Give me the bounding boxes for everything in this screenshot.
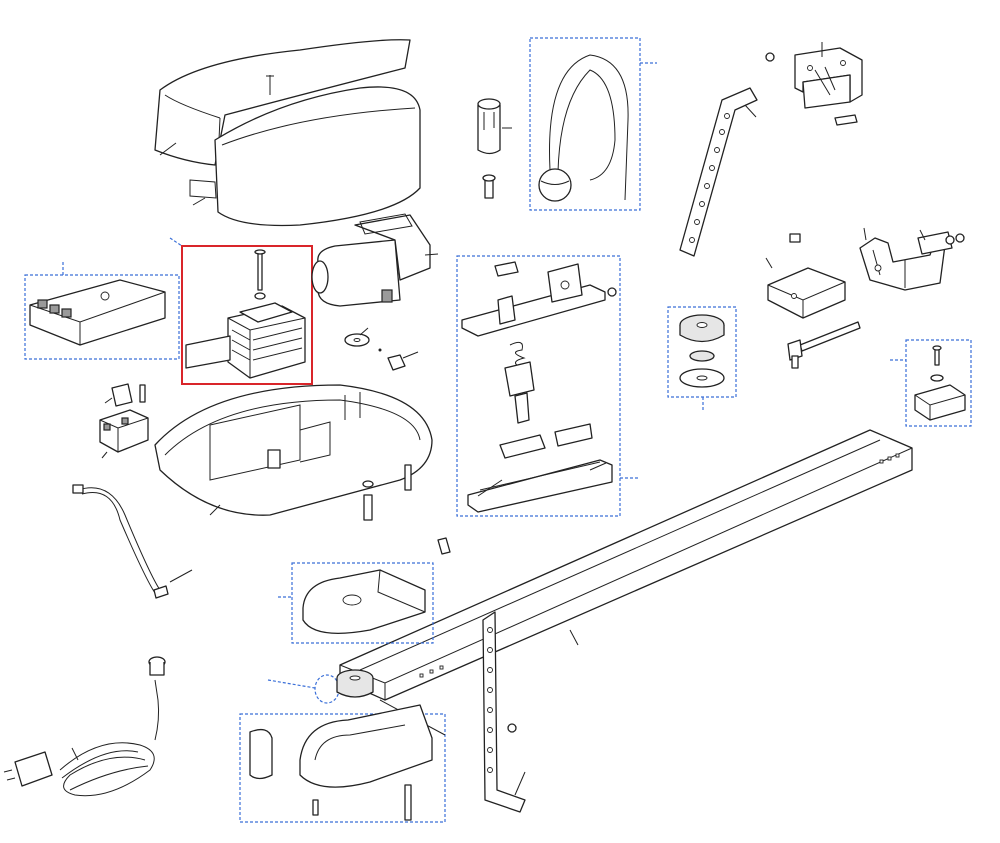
carriage-a-part bbox=[461, 261, 617, 513]
plate-18-part bbox=[767, 233, 861, 369]
gear-wheel-d-part bbox=[679, 314, 725, 388]
bracket-19-part bbox=[794, 47, 863, 126]
group-box-f bbox=[181, 245, 313, 385]
housing-part bbox=[189, 75, 421, 227]
screws-part bbox=[362, 464, 451, 555]
group-box-d bbox=[667, 306, 737, 398]
sprocket-g-part bbox=[249, 669, 446, 821]
block-26-part bbox=[387, 354, 406, 371]
group-box-g bbox=[239, 713, 446, 823]
bracket-23-part bbox=[482, 611, 526, 813]
pulley-cover-b-part bbox=[302, 569, 426, 634]
group-box-b bbox=[291, 562, 434, 644]
transformer-part bbox=[185, 249, 306, 379]
group-box-e bbox=[529, 37, 641, 211]
terminal-36-part bbox=[99, 409, 149, 453]
control-board-part bbox=[29, 279, 166, 346]
group-box-c bbox=[905, 339, 972, 427]
bracket-24-part bbox=[679, 52, 775, 257]
base-plate-part bbox=[154, 384, 433, 516]
power-cord-40-part bbox=[3, 656, 166, 797]
cable-25-part bbox=[72, 484, 169, 599]
clip-c-part bbox=[914, 345, 966, 421]
motor-part bbox=[311, 213, 431, 307]
cover-part bbox=[154, 39, 411, 166]
rail-17-part bbox=[339, 429, 913, 701]
connector-37-part bbox=[111, 383, 146, 407]
group-box-h bbox=[24, 274, 180, 360]
group-circle-g bbox=[314, 674, 340, 704]
washer-part bbox=[344, 333, 370, 347]
sleeve-part bbox=[477, 98, 501, 199]
release-cord-part bbox=[538, 54, 629, 202]
group-box-a bbox=[456, 255, 621, 517]
bracket-16-part bbox=[859, 231, 965, 291]
